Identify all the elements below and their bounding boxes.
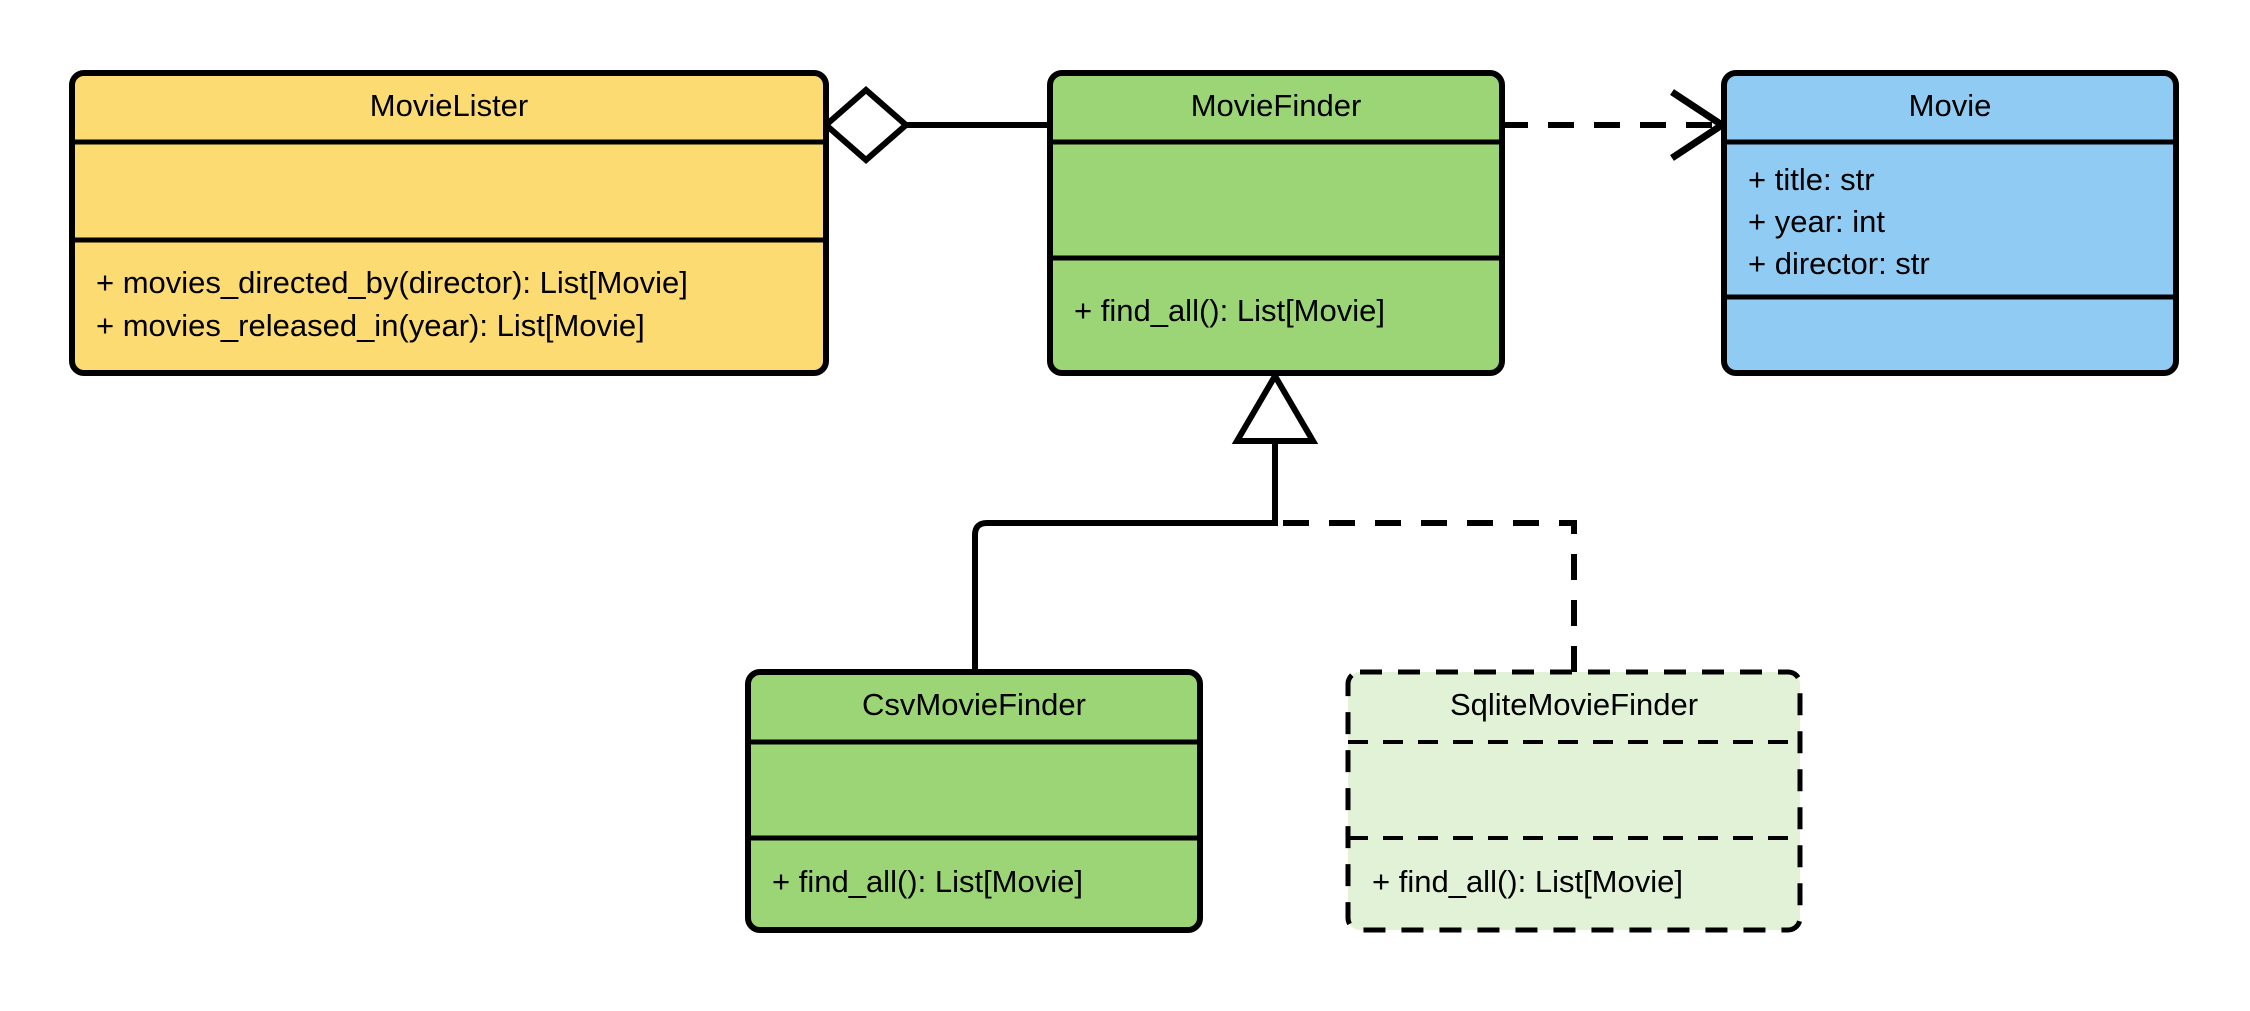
class-box-sqlite-movie-finder[interactable]: SqliteMovieFinder + find_all(): List[Mov… [1345,669,1803,933]
movie-lister-body [69,70,829,376]
class-box-movie-lister[interactable]: MovieLister + movies_directed_by(directo… [69,70,829,376]
relationship-inheritance-csv-finder[interactable] [972,370,1319,672]
sqlite-movie-finder-method-0: + find_all(): List[Movie] [1372,864,1683,899]
class-box-movie-finder[interactable]: MovieFinder + find_all(): List[Movie] [1047,70,1505,376]
class-box-csv-movie-finder[interactable]: CsvMovieFinder + find_all(): List[Movie] [745,669,1203,933]
realization-connector-line [1278,520,1577,672]
relationship-dependency-finder-movie[interactable] [1502,89,1729,161]
sqlite-movie-finder-title: SqliteMovieFinder [1450,687,1698,722]
movie-title: Movie [1909,88,1992,123]
csv-movie-finder-body [745,669,1203,933]
relationship-aggregation-lister-finder[interactable] [821,86,1050,164]
sqlite-movie-finder-body [1345,669,1803,933]
inheritance-connector-line [972,418,1278,672]
movie-attribute-1: + year: int [1748,204,1885,239]
movie-lister-title: MovieLister [370,88,529,123]
hollow-triangle-icon-csv [1231,370,1319,444]
movie-lister-method-0: + movies_directed_by(director): List[Mov… [96,265,688,300]
movie-finder-body [1047,70,1505,376]
class-box-movie[interactable]: Movie + title: str + year: int + directo… [1721,70,2179,376]
hollow-diamond-icon [821,86,911,164]
movie-finder-title: MovieFinder [1191,88,1362,123]
movie-attribute-0: + title: str [1748,162,1875,197]
csv-movie-finder-method-0: + find_all(): List[Movie] [772,864,1083,899]
movie-lister-method-1: + movies_released_in(year): List[Movie] [96,308,645,343]
movie-attribute-2: + director: str [1748,246,1930,281]
csv-movie-finder-title: CsvMovieFinder [862,687,1086,722]
movie-finder-method-0: + find_all(): List[Movie] [1074,293,1385,328]
relationship-realization-sqlite-finder[interactable] [1278,520,1577,672]
